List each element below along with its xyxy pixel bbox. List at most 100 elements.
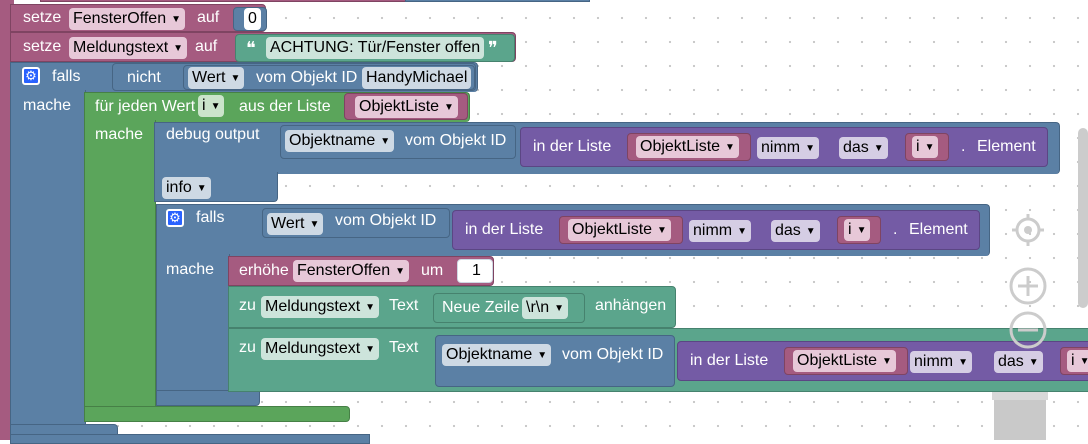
do-keyword: mache [23, 97, 72, 114]
index-variable-block[interactable]: i▼ [905, 133, 949, 161]
do-keyword: mache [95, 126, 144, 143]
dot-separator: . [893, 221, 898, 238]
list-variable-block[interactable]: ObjektListe▼ [784, 347, 908, 375]
chevron-down-icon: ▼ [882, 356, 892, 367]
list-get-block[interactable]: in der Liste ObjektListe▼ nimm▼ das▼ i▼ … [452, 210, 980, 250]
append-text-block-2[interactable]: zu Meldungstext▼ Text Objektname▼ vom Ob… [228, 328, 1088, 392]
where-dropdown[interactable]: das▼ [771, 220, 820, 242]
newline-keyword: Neue Zeile [442, 299, 520, 316]
chevron-down-icon: ▼ [309, 219, 320, 230]
list-get-block[interactable]: in der Liste ObjektListe▼ nimm▼ das▼ i▼ [677, 341, 1088, 381]
get-state-block[interactable]: Wert▼ vom Objekt ID [262, 208, 450, 238]
variable-dropdown[interactable]: FensterOffen▼ [293, 260, 409, 282]
log-level-dropdown[interactable]: info▼ [162, 177, 211, 199]
where-dropdown[interactable]: das▼ [839, 137, 888, 159]
list-variable-dropdown[interactable]: ObjektListe▼ [568, 219, 671, 241]
index-variable-block[interactable]: i▼ [837, 216, 881, 244]
get-state-block[interactable]: Wert▼ vom Objekt ID HandyMichael [183, 65, 475, 90]
variable-dropdown[interactable]: Meldungstext▼ [261, 338, 380, 360]
in-list-keyword: in der Liste [690, 352, 769, 369]
object-id-value[interactable]: HandyMichael [362, 67, 472, 89]
if-block-outer-arm [10, 90, 86, 430]
target-icon[interactable] [1010, 212, 1046, 248]
set-meldungstext-block[interactable]: setze Meldungstext▼ auf ❝ ACHTUNG: Tür/F… [10, 32, 516, 62]
quote-open-icon: ❝ [246, 38, 256, 58]
text-keyword: Text [389, 339, 419, 356]
get-objectname-block[interactable]: Objektname▼ vom Objekt ID [435, 335, 675, 387]
list-variable-dropdown[interactable]: ObjektListe▼ [355, 96, 458, 118]
chevron-down-icon: ▼ [210, 101, 221, 112]
not-keyword: nicht [127, 69, 161, 86]
mode-dropdown[interactable]: nimm▼ [689, 220, 752, 242]
number-block[interactable]: 1 [457, 259, 493, 283]
attribute-dropdown[interactable]: Objektname▼ [285, 130, 395, 152]
gear-icon[interactable]: ⚙ [22, 67, 40, 85]
number-value[interactable]: 1 [468, 260, 485, 282]
increment-keyword: erhöhe [239, 262, 289, 279]
index-variable-dropdown[interactable]: i▼ [844, 219, 871, 241]
chevron-down-icon: ▼ [725, 142, 735, 153]
mode-dropdown[interactable]: nimm▼ [757, 137, 820, 159]
zoom-in-icon[interactable] [1008, 266, 1048, 306]
previous-block-remnant [40, 0, 410, 2]
attribute-dropdown[interactable]: Wert▼ [267, 213, 324, 235]
trash-icon[interactable] [992, 392, 1048, 440]
append-text-block[interactable]: zu Meldungstext▼ Text Neue Zeile \r\n▼ a… [228, 286, 676, 328]
chevron-down-icon: ▼ [873, 143, 884, 154]
list-variable-dropdown[interactable]: ObjektListe▼ [636, 136, 739, 158]
text-keyword: Text [389, 297, 419, 314]
chevron-down-icon: ▼ [958, 357, 969, 368]
append-keyword: anhängen [595, 297, 667, 314]
variable-dropdown[interactable]: FensterOffen▼ [69, 8, 185, 30]
debug-output-label: debug output [166, 126, 260, 143]
mode-dropdown[interactable]: nimm▼ [910, 351, 973, 373]
set-fensteroffen-block[interactable]: setze FensterOffen▼ auf 0 [10, 4, 267, 32]
newline-type-dropdown[interactable]: \r\n▼ [522, 297, 569, 319]
index-variable-block[interactable]: i▼ [1060, 347, 1088, 375]
attribute-dropdown[interactable]: Wert▼ [188, 67, 245, 89]
dot-separator: . [961, 138, 966, 155]
chevron-down-icon: ▼ [805, 143, 816, 154]
list-variable-block[interactable]: ObjektListe▼ [627, 133, 751, 161]
newline-block[interactable]: Neue Zeile \r\n▼ [433, 293, 585, 323]
vertical-scrollbar[interactable] [1078, 128, 1088, 308]
text-value[interactable]: ACHTUNG: Tür/Fenster offen [266, 37, 485, 59]
variable-dropdown[interactable]: Meldungstext▼ [261, 296, 380, 318]
chevron-down-icon: ▼ [924, 142, 935, 153]
in-list-keyword: in der Liste [465, 221, 544, 238]
gear-icon[interactable]: ⚙ [166, 209, 184, 227]
quote-close-icon: ❞ [488, 38, 498, 58]
for-each-keyword: für jeden Wert [95, 98, 196, 115]
number-value[interactable]: 0 [244, 8, 261, 30]
number-block[interactable]: 0 [233, 7, 267, 31]
where-dropdown[interactable]: das▼ [994, 351, 1043, 373]
if-keyword: falls [196, 209, 225, 226]
chevron-down-icon: ▼ [1079, 356, 1088, 367]
for-each-foot [84, 406, 350, 422]
zoom-out-icon[interactable] [1008, 310, 1048, 350]
object-id-label: vom Objekt ID [562, 346, 664, 363]
list-variable-block[interactable]: ObjektListe▼ [344, 93, 468, 120]
set-keyword: setze [23, 9, 62, 26]
previous-block-remnant-2 [405, 0, 590, 2]
chevron-down-icon: ▼ [737, 226, 748, 237]
list-get-block[interactable]: in der Liste ObjektListe▼ nimm▼ das▼ i▼ … [520, 127, 1048, 167]
object-id-label: vom Objekt ID [405, 132, 507, 149]
list-variable-dropdown[interactable]: ObjektListe▼ [793, 350, 896, 372]
index-variable-dropdown[interactable]: i▼ [912, 136, 939, 158]
loop-variable-dropdown[interactable]: i▼ [198, 95, 225, 117]
text-block[interactable]: ❝ ACHTUNG: Tür/Fenster offen ❞ [235, 34, 515, 62]
get-objectname-block[interactable]: Objektname▼ vom Objekt ID [280, 125, 516, 159]
chevron-down-icon: ▼ [554, 303, 565, 314]
element-keyword: Element [977, 138, 1036, 155]
index-variable-dropdown[interactable]: i▼ [1067, 350, 1088, 372]
increment-block[interactable]: erhöhe FensterOffen▼ um 1 [228, 256, 494, 286]
not-block[interactable]: nicht Wert▼ vom Objekt ID HandyMichael [112, 63, 476, 91]
list-variable-block[interactable]: ObjektListe▼ [559, 216, 683, 244]
element-keyword: Element [909, 221, 968, 238]
do-keyword: mache [166, 261, 215, 278]
chevron-down-icon: ▼ [444, 102, 454, 113]
variable-dropdown[interactable]: Meldungstext▼ [69, 37, 188, 59]
attribute-dropdown[interactable]: Objektname▼ [442, 344, 552, 366]
chevron-down-icon: ▼ [171, 14, 181, 25]
